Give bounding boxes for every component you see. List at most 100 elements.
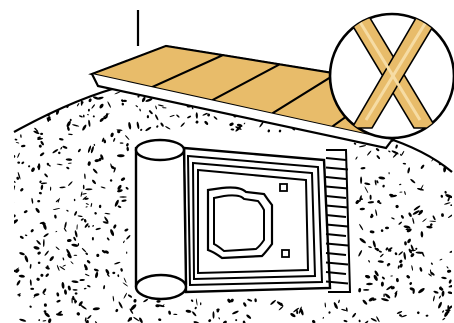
carpet-speckle xyxy=(448,284,452,288)
carpet-speckle xyxy=(187,115,192,119)
carpet-speckle xyxy=(448,279,452,284)
carpet-speckle xyxy=(39,152,45,157)
carpet-speckle xyxy=(79,115,83,118)
carpet-speckle xyxy=(180,122,185,127)
carpet-speckle xyxy=(47,116,51,122)
carpet-speckle xyxy=(278,306,284,311)
carpet-speckle xyxy=(103,285,106,290)
carpet-speckle xyxy=(21,91,24,98)
carpet-speckle xyxy=(28,165,31,168)
carpet-speckle xyxy=(49,256,54,262)
rug-medallion xyxy=(206,186,274,260)
carpet-speckle xyxy=(92,168,98,174)
carpet-speckle xyxy=(133,299,137,303)
carpet-speckle xyxy=(24,255,29,263)
carpet-speckle xyxy=(388,150,391,153)
carpet-speckle xyxy=(19,318,27,322)
carpet-speckle xyxy=(42,288,47,294)
carpet-speckle xyxy=(370,318,377,322)
carpet-speckle xyxy=(446,266,449,269)
carpet-speckle xyxy=(93,268,99,272)
carpet-speckle xyxy=(368,246,372,248)
carpet-speckle xyxy=(412,217,415,225)
carpet-speckle xyxy=(95,271,99,279)
carpet-speckle xyxy=(87,225,90,228)
carpet-speckle xyxy=(450,155,452,162)
carpet-speckle xyxy=(380,229,384,232)
carpet-speckle xyxy=(20,144,26,148)
carpet-speckle xyxy=(16,280,21,286)
carpet-speckle xyxy=(84,317,87,322)
carpet-speckle xyxy=(378,176,386,180)
carpet-speckle xyxy=(112,271,116,275)
carpet-speckle xyxy=(155,114,159,121)
carpet-speckle xyxy=(72,295,75,301)
carpet-speckle xyxy=(117,205,122,208)
carpet-speckle xyxy=(18,274,25,278)
carpet-speckle xyxy=(113,137,116,142)
carpet-speckle xyxy=(98,204,102,209)
carpet-speckle xyxy=(81,247,87,253)
carpet-speckle xyxy=(21,105,27,110)
carpet-speckle xyxy=(43,233,49,238)
carpet-speckle xyxy=(343,319,348,323)
carpet-speckle xyxy=(410,178,416,184)
carpet-speckle xyxy=(122,240,125,244)
carpet-speckle xyxy=(44,101,48,107)
carpet-speckle xyxy=(52,149,59,154)
carpet-speckle xyxy=(82,114,85,118)
carpet-speckle xyxy=(96,253,100,257)
fringe-strand xyxy=(325,223,349,228)
carpet-speckle xyxy=(407,167,410,174)
carpet-speckle xyxy=(422,218,427,223)
fringe-strand xyxy=(325,233,347,237)
carpet-speckle xyxy=(29,305,32,308)
carpet-speckle xyxy=(126,235,131,240)
carpet-speckle xyxy=(87,285,91,288)
carpet-speckle xyxy=(381,298,389,302)
carpet-speckle xyxy=(420,231,424,238)
carpet-speckle xyxy=(374,179,377,186)
carpet-speckle xyxy=(71,280,79,284)
carpet-speckle xyxy=(104,216,109,223)
carpet-speckle xyxy=(30,229,34,233)
carpet-speckle xyxy=(83,287,87,290)
carpet-speckle xyxy=(40,80,48,84)
rug-border-outer xyxy=(186,154,324,287)
carpet-speckle xyxy=(44,173,48,178)
carpet-speckle xyxy=(416,311,420,315)
carpet-speckle xyxy=(79,278,85,282)
carpet-speckle xyxy=(21,109,28,113)
carpet-speckle xyxy=(364,182,371,186)
carpet-speckle xyxy=(139,317,143,323)
carpet-speckle xyxy=(74,292,78,295)
carpet-speckle xyxy=(165,126,171,130)
carpet-speckle xyxy=(31,167,35,172)
carpet-speckle xyxy=(298,306,302,314)
carpet-speckle xyxy=(38,191,42,195)
carpet-speckle xyxy=(375,148,380,152)
carpet-speckle xyxy=(195,120,199,124)
carpet-speckle xyxy=(439,258,443,261)
carpet-speckle xyxy=(230,298,234,303)
carpet-speckle xyxy=(29,279,32,286)
carpet-speckle xyxy=(139,108,141,112)
carpet-speckle xyxy=(39,180,42,184)
carpet-speckle xyxy=(110,132,114,138)
carpet-speckle xyxy=(92,115,95,118)
carpet-speckle xyxy=(81,91,86,96)
carpet-speckle xyxy=(368,260,371,263)
carpet-speckle xyxy=(36,93,41,97)
carpet-speckle xyxy=(18,80,26,84)
carpet-speckle xyxy=(208,319,212,322)
carpet-speckle xyxy=(377,200,381,204)
rug-corner-mark xyxy=(281,249,290,258)
carpet-speckle xyxy=(93,143,96,146)
carpet-speckle xyxy=(55,313,64,316)
carpet-speckle xyxy=(123,277,127,283)
carpet-speckle xyxy=(145,98,153,102)
cross-icon xyxy=(328,12,454,140)
carpet-speckle xyxy=(77,243,80,246)
carpet-speckle xyxy=(125,135,130,140)
carpet-speckle xyxy=(71,243,79,247)
